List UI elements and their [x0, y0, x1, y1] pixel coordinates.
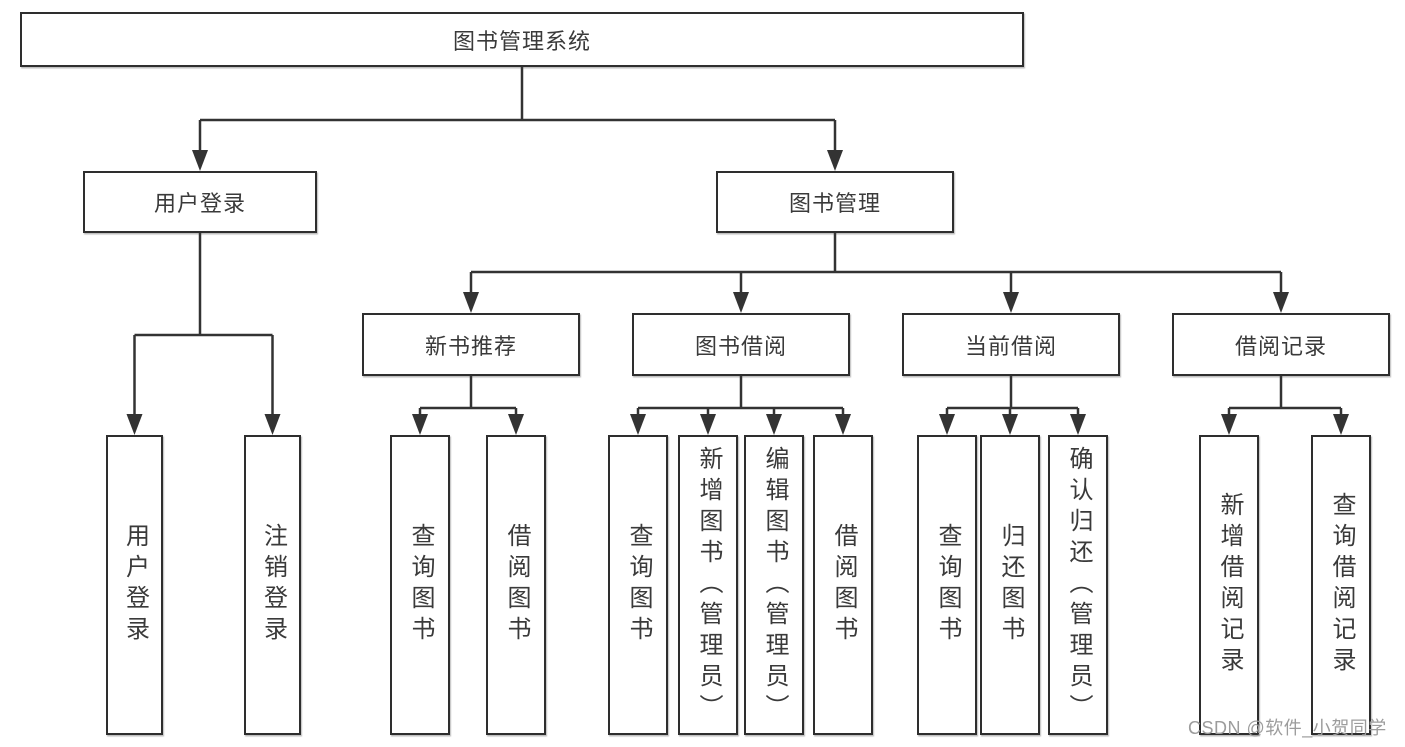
arrow-down-icon: [463, 292, 479, 313]
connector-current-borrow-branch: [939, 376, 1086, 435]
leaf-query-book-1: 查询图书: [390, 435, 450, 735]
arrow-down-icon: [1333, 414, 1349, 435]
arrow-down-icon: [700, 414, 716, 435]
arrow-down-icon: [126, 414, 143, 435]
connector-book-management-branch: [463, 233, 1289, 313]
leaf-confirm-return-admin: 确认归还（管理员）: [1048, 435, 1108, 735]
arrow-down-icon: [766, 414, 782, 435]
leaf-user-login: 用户登录: [106, 435, 163, 735]
arrow-down-icon: [1221, 414, 1237, 435]
node-new-book-recommend: 新书推荐: [362, 313, 580, 376]
connector-user-login-branch: [126, 233, 281, 435]
connector-borrow-record-branch: [1221, 376, 1349, 435]
arrow-down-icon: [939, 414, 955, 435]
connector-root-to-level2: [192, 67, 843, 171]
arrow-down-icon: [630, 414, 646, 435]
arrow-down-icon: [1002, 414, 1018, 435]
leaf-query-book-2: 查询图书: [608, 435, 668, 735]
node-root-system: 图书管理系统: [20, 12, 1024, 67]
arrow-down-icon: [412, 414, 428, 435]
arrow-down-icon: [264, 414, 281, 435]
node-current-borrow: 当前借阅: [902, 313, 1120, 376]
leaf-logout: 注销登录: [244, 435, 301, 735]
leaf-add-book-admin: 新增图书（管理员）: [678, 435, 738, 735]
leaf-edit-book-admin: 编辑图书（管理员）: [744, 435, 804, 735]
leaf-borrow-book-1: 借阅图书: [486, 435, 546, 735]
node-book-management: 图书管理: [716, 171, 954, 233]
arrow-down-icon: [1003, 292, 1019, 313]
connector-new-book-branch: [412, 376, 524, 435]
arrow-down-icon: [1070, 414, 1086, 435]
arrow-down-icon: [1273, 292, 1289, 313]
leaf-borrow-book-2: 借阅图书: [813, 435, 873, 735]
leaf-add-borrow-record: 新增借阅记录: [1199, 435, 1259, 735]
node-book-borrow: 图书借阅: [632, 313, 850, 376]
arrow-down-icon: [508, 414, 524, 435]
watermark: CSDN @软件_小贺同学: [1188, 718, 1387, 738]
node-borrow-record: 借阅记录: [1172, 313, 1390, 376]
connector-book-borrow-branch: [630, 376, 851, 435]
arrow-down-icon: [192, 150, 208, 171]
leaf-query-book-3: 查询图书: [917, 435, 977, 735]
arrow-down-icon: [733, 292, 749, 313]
leaf-query-borrow-record: 查询借阅记录: [1311, 435, 1371, 735]
leaf-return-book: 归还图书: [980, 435, 1040, 735]
arrow-down-icon: [827, 150, 843, 171]
arrow-down-icon: [835, 414, 851, 435]
node-user-login: 用户登录: [83, 171, 317, 233]
